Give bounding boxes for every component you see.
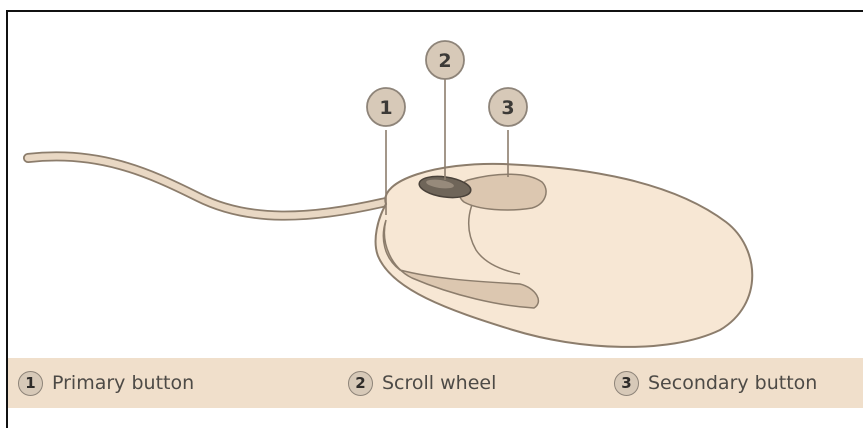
- legend-badge-1: 1: [18, 371, 43, 396]
- legend-item-secondary-button: 3 Secondary button: [614, 358, 817, 408]
- legend-item-primary-button: 1 Primary button: [18, 358, 194, 408]
- legend-label-secondary-button: Secondary button: [648, 372, 817, 394]
- mouse-cable-inner: [28, 156, 386, 215]
- callout-2-number: 2: [438, 50, 451, 72]
- legend-item-scroll-wheel: 2 Scroll wheel: [348, 358, 496, 408]
- legend-badge-2: 2: [348, 371, 373, 396]
- callout-3: 3: [489, 88, 527, 126]
- legend-label-primary-button: Primary button: [52, 372, 194, 394]
- legend-bar: 1 Primary button 2 Scroll wheel 3 Second…: [8, 358, 863, 408]
- mouse-illustration: 1 2 3: [8, 12, 863, 358]
- callout-3-number: 3: [501, 97, 514, 119]
- callout-1-number: 1: [379, 97, 392, 119]
- mouse-cable: [28, 156, 386, 215]
- legend-badge-3: 3: [614, 371, 639, 396]
- legend-label-scroll-wheel: Scroll wheel: [382, 372, 496, 394]
- diagram-frame: 1 2 3 1 Primary button 2 Scroll wheel 3 …: [6, 10, 863, 428]
- callout-2: 2: [426, 41, 464, 79]
- callout-1: 1: [367, 88, 405, 126]
- secondary-button-groove: [459, 174, 546, 210]
